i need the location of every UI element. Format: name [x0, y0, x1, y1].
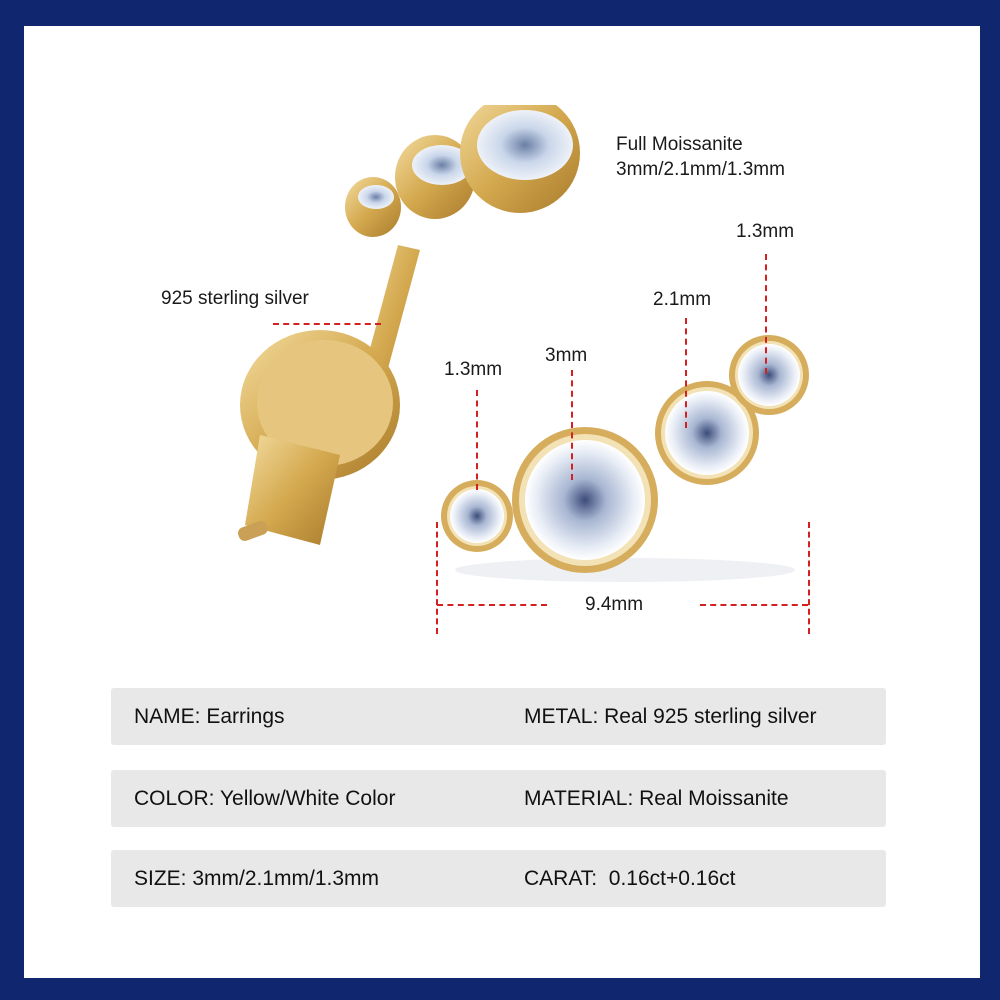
width-right-dash — [700, 604, 808, 606]
spec-size: SIZE: 3mm/2.1mm/1.3mm — [134, 867, 380, 890]
stone-4-size-label: 1.3mm — [736, 221, 795, 242]
width-left-dash — [437, 604, 547, 606]
stone-4-leader-line — [765, 254, 767, 374]
stone-1-size-label: 1.3mm — [444, 359, 503, 380]
width-left-bound — [436, 522, 438, 634]
spec-metal: METAL: Real 925 sterling silver — [524, 705, 817, 728]
earring-front-view-image — [441, 335, 809, 582]
stone-3-size-label: 2.1mm — [653, 289, 712, 310]
metal-label: 925 sterling silver — [161, 288, 309, 309]
metal-leader-line — [273, 323, 381, 325]
full-moissanite-label: Full Moissanite — [616, 134, 743, 155]
total-width-label: 9.4mm — [585, 594, 644, 615]
stone-3-leader-line — [685, 318, 687, 428]
spec-row: COLOR: Yellow/White Color MATERIAL: Real… — [111, 770, 886, 827]
spec-material: MATERIAL: Real Moissanite — [524, 787, 789, 810]
stone-2-leader-line — [571, 370, 573, 480]
full-moissanite-sizes-label: 3mm/2.1mm/1.3mm — [616, 159, 785, 180]
spec-color: COLOR: Yellow/White Color — [134, 787, 396, 810]
earring-side-view-image — [238, 105, 580, 545]
spec-name: NAME: Earrings — [134, 705, 285, 728]
spec-row: NAME: Earrings METAL: Real 925 sterling … — [111, 688, 886, 745]
width-right-bound — [808, 522, 810, 634]
spec-row: SIZE: 3mm/2.1mm/1.3mm CARAT: 0.16ct+0.16… — [111, 850, 886, 907]
stone-1-leader-line — [476, 390, 478, 490]
spec-carat: CARAT: 0.16ct+0.16ct — [524, 867, 736, 890]
stone-2-size-label: 3mm — [545, 345, 588, 366]
